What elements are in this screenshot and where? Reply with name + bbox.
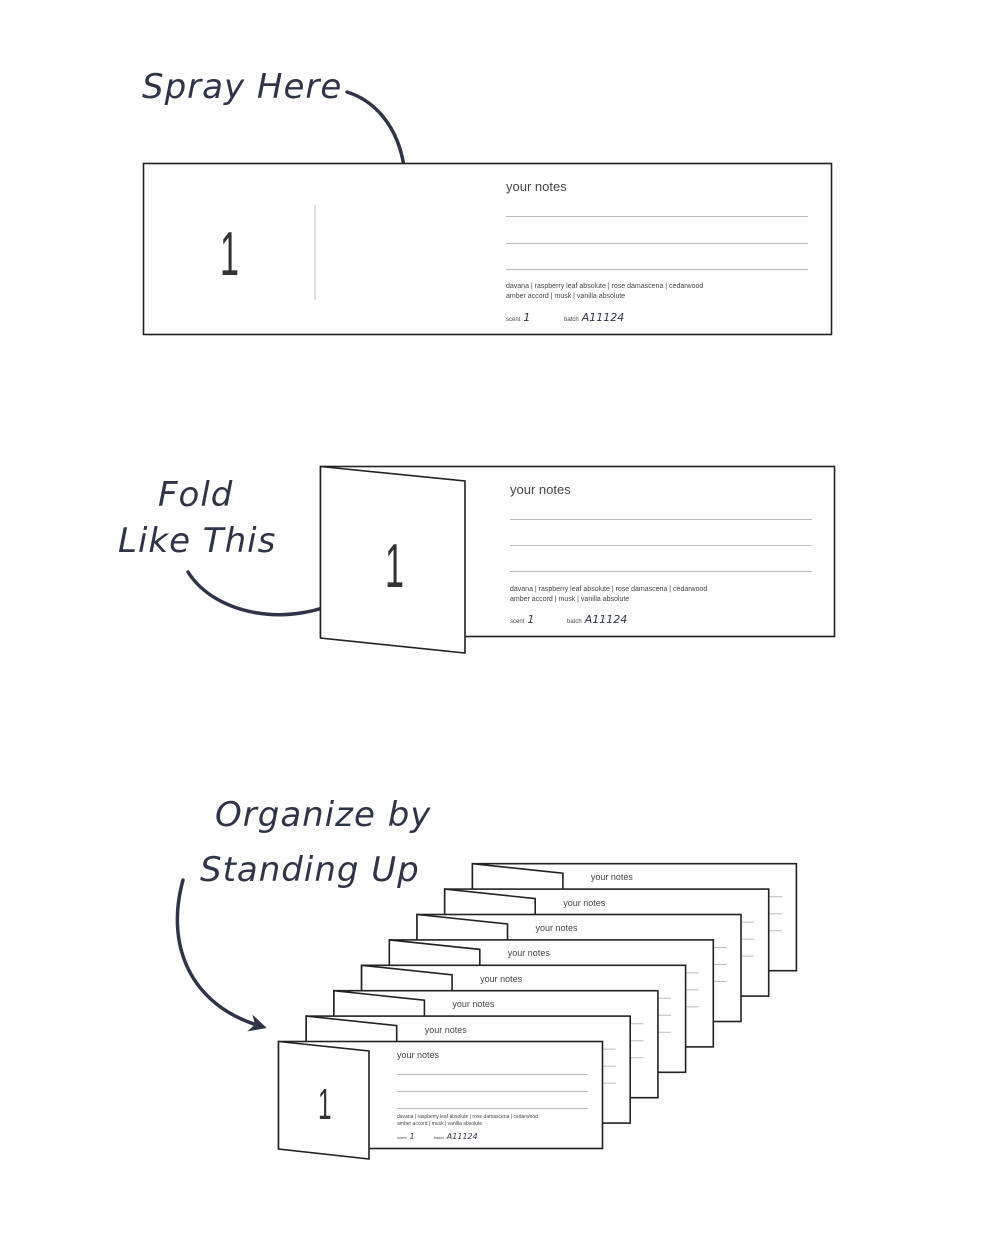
scent-number: 1 [220, 220, 239, 289]
ingredients-line-1: davana | raspberry leaf absolute | rose … [506, 283, 704, 290]
scent-label: scent [397, 1135, 407, 1140]
notes-title: your notes [590, 872, 633, 883]
scent-number: 1 [318, 1080, 332, 1129]
notes-title: your notes [507, 948, 550, 959]
notes-title: your notes [510, 482, 571, 497]
scent-label: scent [506, 317, 521, 323]
notes-title: your notes [480, 973, 523, 984]
notes-title: your notes [424, 1024, 467, 1035]
scent-value: 1 [409, 1132, 415, 1141]
scent-value: 1 [527, 613, 535, 626]
notes-title: your notes [397, 1050, 440, 1060]
notes-title: your notes [506, 179, 567, 194]
standing-up-label: Standing Up [200, 850, 420, 890]
fold-label: Fold [158, 475, 234, 515]
spray-here-label: Spray Here [142, 67, 343, 107]
scent-value: 1 [523, 311, 531, 324]
notes-title: your notes [452, 999, 495, 1010]
folded-flap [277, 1040, 370, 1160]
batch-label: batch [434, 1135, 444, 1140]
batch-value: A11124 [446, 1132, 478, 1141]
ingredients-line-2: amber accord | musk | vanilla absolute [506, 293, 626, 300]
scent-number: 1 [385, 532, 404, 601]
ingredients-line-2: amber accord | musk | vanilla absolute [397, 1121, 483, 1127]
ingredients-line-1: davana | raspberry leaf absolute | rose … [510, 586, 708, 593]
notes-title: your notes [563, 897, 606, 908]
batch-label: batch [564, 317, 579, 323]
organize-by-label: Organize by [215, 795, 432, 835]
ingredients-line-1: davana | raspberry leaf absolute | rose … [397, 1114, 538, 1120]
batch-value: A11124 [581, 311, 625, 324]
organize-arrow-icon [175, 878, 267, 1032]
batch-value: A11124 [584, 613, 628, 626]
batch-label: batch [567, 619, 582, 625]
ingredients-line-2: amber accord | musk | vanilla absolute [510, 596, 630, 603]
like-this-label: Like This [118, 521, 277, 561]
notes-title: your notes [535, 923, 578, 933]
folded-flap [319, 465, 466, 654]
scent-label: scent [510, 619, 525, 625]
card-frame [142, 162, 833, 336]
